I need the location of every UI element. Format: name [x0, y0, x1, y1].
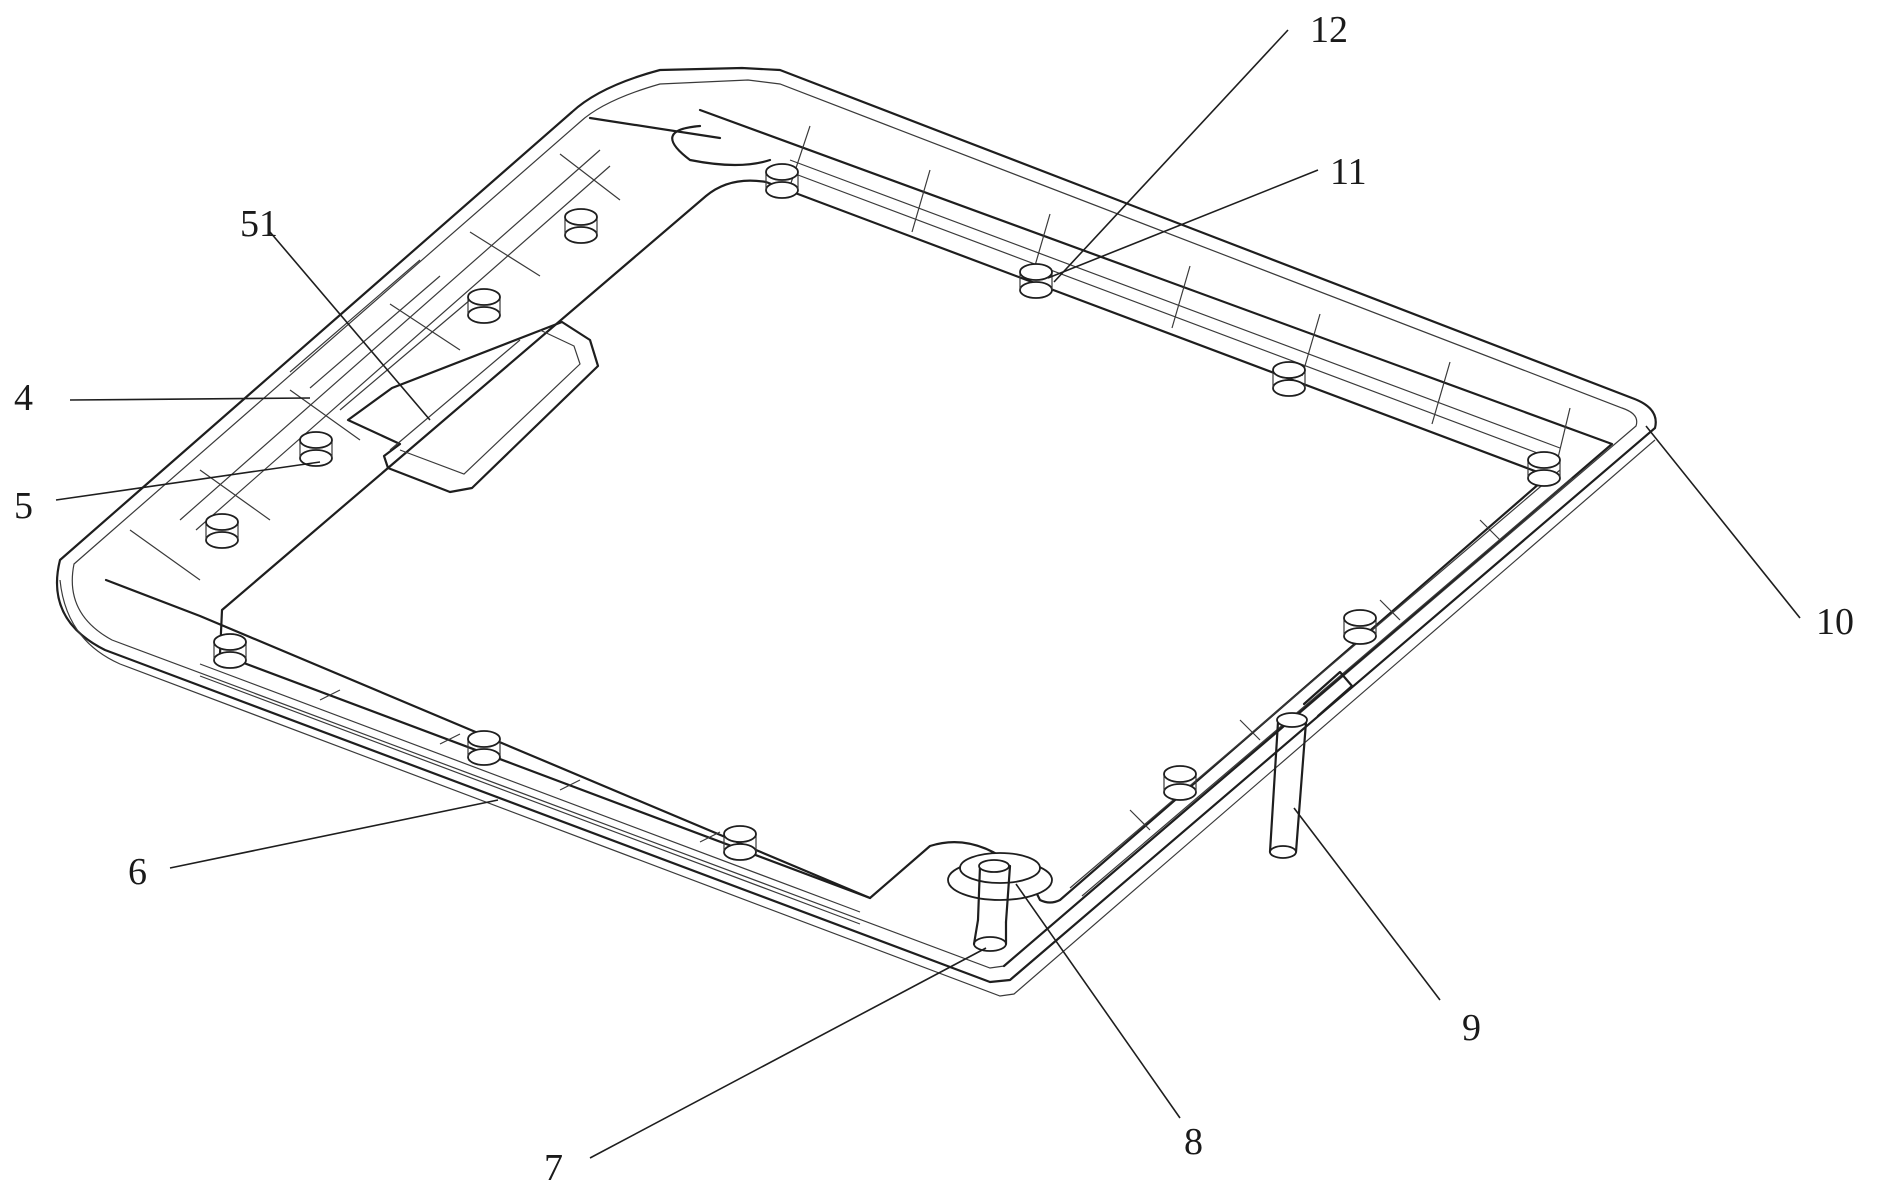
- leader-7: [589, 947, 987, 1159]
- label-12: 12: [1310, 9, 1348, 51]
- frame-outer-rim: [55, 66, 1657, 984]
- leader-5: [55, 461, 321, 501]
- boss: [205, 513, 239, 549]
- frame-inner-wall: [104, 108, 1614, 968]
- mounting-bosses: [205, 163, 1561, 861]
- leader-9: [1293, 807, 1441, 1001]
- boss: [1343, 609, 1377, 645]
- leader-6: [169, 799, 499, 869]
- boss: [564, 208, 598, 244]
- boss: [1019, 263, 1053, 299]
- boss: [1527, 451, 1561, 487]
- leader-51: [269, 231, 431, 421]
- leader-4: [69, 397, 311, 401]
- boss: [467, 730, 501, 766]
- frame-rim-outer-shadow: [59, 439, 1656, 997]
- corner-pocket-back-left: [671, 124, 772, 167]
- label-11: 11: [1330, 151, 1367, 193]
- raised-platform-51-inner: [399, 329, 581, 475]
- boss: [467, 288, 501, 324]
- label-10: 10: [1816, 601, 1854, 643]
- reference-labels: 12 11 51 4 5 10 6 9 8 7: [14, 9, 1854, 1189]
- label-51: 51: [240, 203, 278, 245]
- boss: [299, 431, 333, 467]
- boss: [723, 825, 757, 861]
- label-6: 6: [128, 851, 147, 893]
- channel-4: [289, 259, 521, 451]
- label-8: 8: [1184, 1121, 1203, 1163]
- front-wall-ribs: [199, 663, 861, 925]
- boss: [1163, 765, 1197, 801]
- frame-rim-inner-line: [71, 79, 1638, 969]
- outlet-pipe-7: [972, 918, 1008, 952]
- leader-10: [1645, 425, 1801, 619]
- back-wall-ribs: [789, 125, 1571, 467]
- inlet-pipe-9: [1268, 670, 1354, 859]
- boss: [213, 633, 247, 669]
- frame-inner-opening: [218, 179, 1550, 904]
- left-wall-ribs: [129, 149, 621, 581]
- label-5: 5: [14, 485, 33, 527]
- leader-12: [1053, 29, 1289, 283]
- right-wall-ribs: [1069, 469, 1573, 897]
- boss: [765, 163, 799, 199]
- leader-11: [1047, 169, 1319, 279]
- label-9: 9: [1462, 1007, 1481, 1049]
- leader-8: [1015, 883, 1181, 1119]
- leader-lines: [55, 29, 1801, 1159]
- drain-fitting-8: [947, 852, 1053, 924]
- boss: [1272, 361, 1306, 397]
- label-4: 4: [14, 377, 33, 419]
- label-7: 7: [544, 1147, 563, 1189]
- raised-platform-51: [346, 320, 600, 494]
